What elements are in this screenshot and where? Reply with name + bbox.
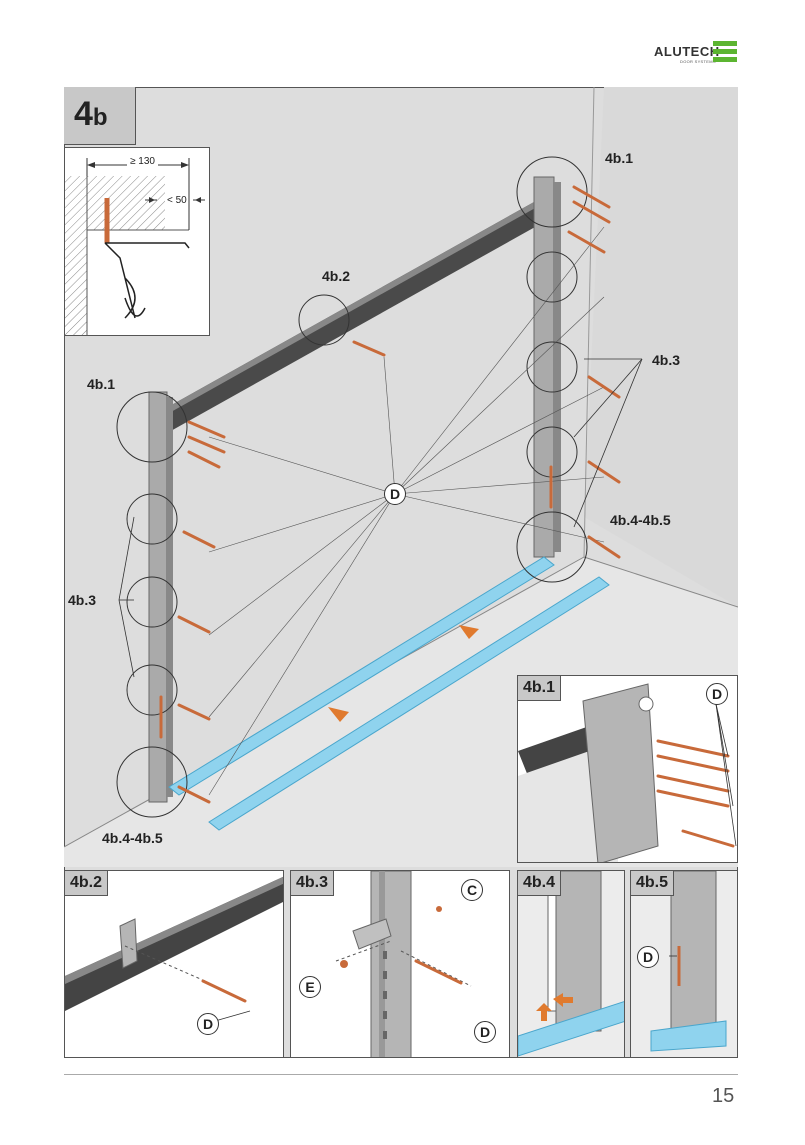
callout-4b45-right: 4b.4-4b.5 — [610, 512, 671, 528]
brand-logo-icon — [713, 41, 737, 62]
fastener-marker-d: D — [384, 483, 406, 505]
detail-inset-4b3: 4b.3 C E D — [290, 870, 510, 1058]
detail-4b4-drawing — [518, 871, 624, 1057]
footer-divider — [64, 1074, 738, 1075]
inset-4b3-title: 4b.3 — [291, 871, 335, 896]
callout-4b3-left: 4b.3 — [68, 592, 97, 608]
inset-4b4-title: 4b.4 — [518, 871, 562, 896]
detail-inset-4b2: 4b.2 D — [64, 870, 284, 1058]
inset-4b3-marker-c: C — [461, 879, 483, 901]
callout-4b1-left: 4b.1 — [87, 376, 116, 392]
callout-4b45-left: 4b.4-4b.5 — [102, 830, 163, 846]
inset-4b3-marker-e: E — [299, 976, 321, 998]
detail-4b2-drawing — [65, 876, 283, 1022]
inset-4b1-title: 4b.1 — [518, 676, 562, 701]
inset-4b5-title: 4b.5 — [631, 871, 675, 896]
door-frame-installation-illustration — [64, 87, 738, 867]
detail-4b1-drawing — [518, 683, 737, 862]
brand-logo-text: ALUTECH — [654, 44, 720, 59]
wall-dimension-inset: ≥ 130 < 50 — [64, 147, 210, 336]
max-depth-dimension: < 50 — [167, 195, 187, 206]
inset-4b1-marker-d: D — [706, 683, 728, 705]
inset-4b2-title: 4b.2 — [65, 871, 109, 896]
step-label: 4b — [64, 87, 136, 145]
detail-inset-4b5: 4b.5 D — [630, 870, 738, 1058]
wall-section-diagram — [65, 158, 205, 335]
callout-4b3-right: 4b.3 — [652, 352, 681, 368]
inset-4b5-marker-d: D — [637, 946, 659, 968]
inset-4b2-marker-d: D — [197, 1013, 219, 1035]
detail-inset-4b1: 4b.1 D — [517, 675, 738, 863]
step-number: 4 — [74, 95, 93, 133]
callout-4b1-right: 4b.1 — [605, 150, 634, 166]
inset-4b3-marker-d: D — [474, 1021, 496, 1043]
step-suffix: b — [92, 104, 108, 131]
page-number: 15 — [712, 1085, 735, 1107]
callout-4b2: 4b.2 — [322, 268, 351, 284]
brand-tagline: DOOR SYSTEMS — [680, 59, 716, 64]
min-width-dimension: ≥ 130 — [127, 156, 158, 167]
detail-inset-4b4: 4b.4 — [517, 870, 625, 1058]
detail-4b5-drawing — [631, 871, 737, 1057]
detail-4b3-drawing — [335, 871, 472, 1057]
